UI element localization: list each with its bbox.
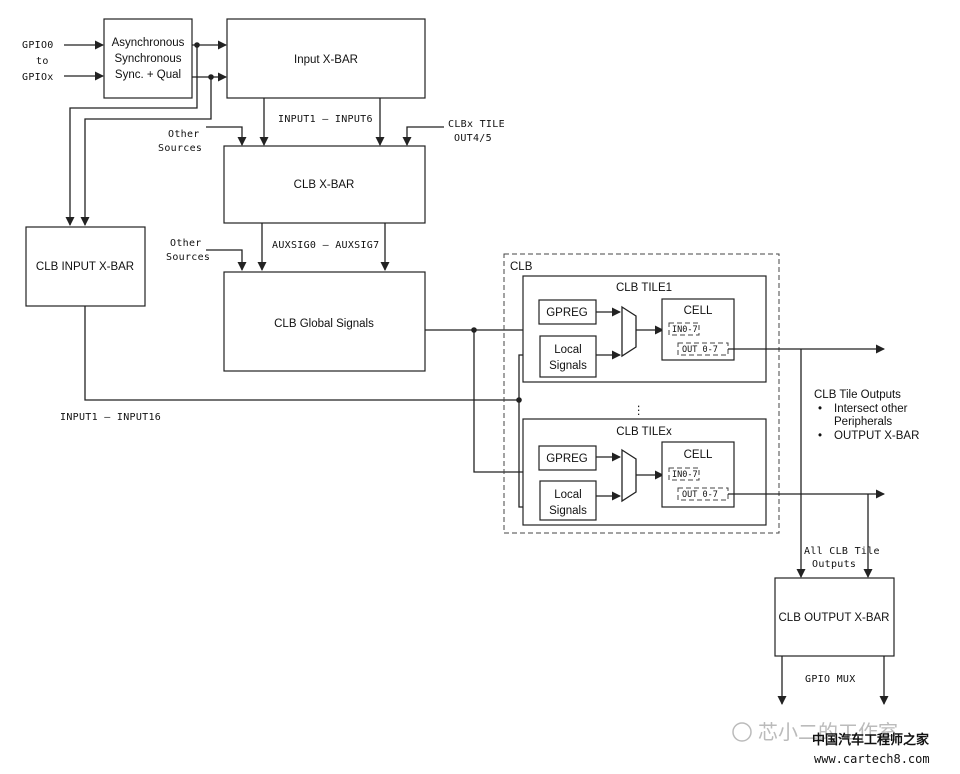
other-sources-2a: Other — [170, 238, 202, 249]
tile1-title: CLB TILE1 — [616, 282, 672, 294]
tile1-local-label-a: Local — [554, 344, 582, 356]
tile1-cell — [661, 298, 735, 361]
clb-global-label: CLB Global Signals — [274, 318, 374, 330]
tilex-in-port — [668, 467, 700, 481]
clb-container — [503, 253, 780, 534]
all-tile-outputs-a: All CLB Tile — [804, 546, 880, 557]
clbx-tile-label-b: OUT4/5 — [454, 133, 492, 144]
other-sources-1-arrow — [206, 126, 247, 146]
async-label-1: Asynchronous — [112, 37, 185, 49]
tile1-in-port — [668, 322, 700, 336]
tile1-local-label-b: Signals — [549, 360, 587, 372]
clbx-tile-label-a: CLBx TILE — [448, 119, 505, 130]
watermark-brand: 芯小二的工作室 — [758, 720, 898, 744]
clb-output-xbar-block — [774, 577, 895, 657]
clb-container-label: CLB — [510, 261, 533, 273]
tilex-local-label-b: Signals — [549, 505, 587, 517]
watermark-site-title: 中国汽车工程师之家 — [812, 732, 930, 748]
tilex-title: CLB TILEx — [616, 426, 672, 438]
gpio-end-label: GPIOx — [22, 72, 54, 83]
other-sources-2b: Sources — [166, 252, 210, 263]
gpio-mux-label: GPIO MUX — [805, 674, 856, 685]
wechat-icon — [732, 722, 752, 742]
clb-input-xbar-output-wire — [84, 306, 519, 401]
async-label-2: Synchronous — [114, 53, 181, 65]
tile-outputs-bullet-2: • — [818, 430, 822, 442]
other-sources-1a: Other — [168, 129, 200, 140]
tilex-cell-label: CELL — [684, 449, 713, 461]
clb-input-xbar-label: CLB INPUT X-BAR — [36, 261, 134, 273]
branch-to-clb-input-xbar-2 — [80, 77, 212, 226]
tile1-cell-label: CELL — [684, 305, 713, 317]
all-tile-outputs-b: Outputs — [812, 559, 856, 570]
input1-6-label: INPUT1 – INPUT6 — [278, 114, 373, 125]
tile-outputs-b1a: Intersect other — [834, 403, 908, 415]
other-sources-2-arrow — [206, 249, 247, 271]
input-xbar-block — [226, 18, 426, 99]
clb-xbar-label: CLB X-BAR — [294, 179, 355, 191]
tile1-local-signals — [539, 335, 597, 378]
tilex-in-label: IN0-7 — [672, 470, 698, 480]
gpio-to-label: to — [36, 56, 49, 67]
clb-global-signals-block — [223, 271, 426, 372]
watermark-url: www.cartech8.com — [814, 752, 930, 766]
input-xbar-label: Input X-BAR — [294, 54, 358, 66]
tilex-gpreg — [538, 445, 597, 471]
clb-xbar-block — [223, 145, 426, 224]
tile1-out-label: OUT 0-7 — [682, 345, 718, 355]
tilex-gpreg-label: GPREG — [546, 453, 588, 465]
tile1-in-label: IN0-7 — [672, 325, 698, 335]
auxsig-label: AUXSIG0 – AUXSIG7 — [272, 240, 379, 251]
sync-qual-block — [103, 18, 193, 99]
input1-16-label: INPUT1 – INPUT16 — [60, 412, 161, 423]
tile-outputs-b1b: Peripherals — [834, 416, 892, 428]
async-label-3: Sync. + Qual — [115, 69, 181, 81]
tile1-gpreg-label: GPREG — [546, 307, 588, 319]
tile-outputs-bullet-1: • — [818, 403, 822, 415]
clb-output-xbar-label: CLB OUTPUT X-BAR — [779, 612, 890, 624]
tiles-ellipsis: ⋮ — [633, 405, 645, 417]
watermark: 芯小二的工作室 中国汽车工程师之家 www.cartech8.com — [732, 720, 930, 766]
tilex-local-label-a: Local — [554, 489, 582, 501]
tilex-mux — [621, 448, 637, 503]
branch-to-clb-input-xbar-1 — [65, 45, 198, 226]
gpio-start-label: GPIO0 — [22, 40, 54, 51]
tilex-local-signals — [539, 480, 597, 521]
tilex-cell — [661, 441, 735, 508]
tile1-mux — [621, 305, 637, 358]
other-sources-1b: Sources — [158, 143, 202, 154]
tile-outputs-title: CLB Tile Outputs — [814, 389, 901, 401]
clbx-tile-arrow — [402, 126, 444, 146]
tile-outputs-b2: OUTPUT X-BAR — [834, 430, 919, 442]
tilex-out-label: OUT 0-7 — [682, 490, 718, 500]
